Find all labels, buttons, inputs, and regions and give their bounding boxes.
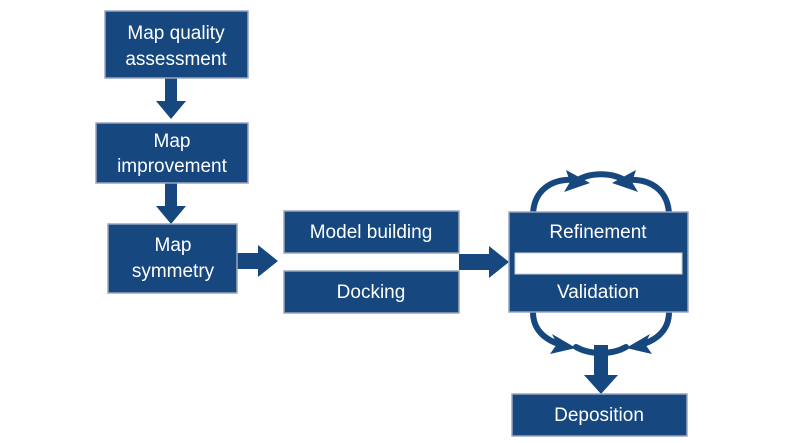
node-model-building[interactable]: Model building bbox=[283, 210, 460, 254]
model-building-box[interactable] bbox=[283, 210, 460, 254]
node-map-improvement[interactable]: Map improvement bbox=[95, 122, 249, 184]
map-symmetry-label-line2: symmetry bbox=[132, 261, 215, 282]
docking-label: Docking bbox=[337, 282, 406, 303]
node-refinement-validation-group[interactable]: Refinement Validation bbox=[508, 211, 689, 313]
arrow-quality-to-improvement bbox=[156, 78, 186, 119]
map-quality-assessment-box[interactable] bbox=[104, 10, 249, 79]
arrow-building-to-refinement bbox=[459, 246, 509, 278]
refinement-validation-divider-slot bbox=[514, 252, 683, 275]
node-deposition[interactable]: Deposition bbox=[511, 393, 688, 437]
node-map-symmetry[interactable]: Map symmetry bbox=[107, 223, 238, 294]
refinement-label: Refinement bbox=[549, 222, 647, 243]
deposition-label: Deposition bbox=[554, 405, 644, 426]
arrow-improvement-to-symmetry bbox=[156, 183, 186, 224]
map-quality-assessment-label-line2: assessment bbox=[125, 49, 227, 70]
map-improvement-label-line1: Map bbox=[154, 131, 191, 152]
map-symmetry-label-line1: Map bbox=[155, 235, 192, 256]
model-building-label: Model building bbox=[310, 222, 433, 243]
map-quality-assessment-label-line1: Map quality bbox=[127, 23, 225, 44]
node-map-quality-assessment[interactable]: Map quality assessment bbox=[104, 10, 249, 79]
node-docking[interactable]: Docking bbox=[283, 270, 460, 314]
deposition-box[interactable] bbox=[511, 393, 688, 437]
arc-refinement-validation-top bbox=[530, 170, 672, 219]
validation-label: Validation bbox=[557, 282, 639, 303]
map-symmetry-box[interactable] bbox=[107, 223, 238, 294]
map-improvement-label-line2: improvement bbox=[117, 156, 228, 177]
docking-box[interactable] bbox=[283, 270, 460, 314]
arrow-symmetry-to-building bbox=[237, 245, 278, 277]
map-improvement-box[interactable] bbox=[95, 122, 249, 184]
arrow-cycle-to-deposition bbox=[584, 345, 618, 394]
